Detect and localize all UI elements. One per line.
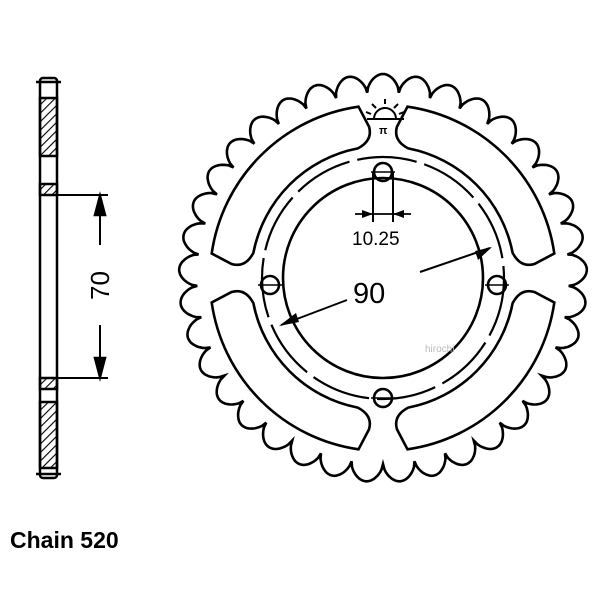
bolt-hole-dimension: 10.25	[352, 229, 400, 250]
lightening-window	[210, 289, 372, 451]
svg-text:π: π	[379, 125, 388, 137]
hub-width-dimension: 70	[85, 271, 115, 300]
dimension-arrows	[362, 210, 404, 218]
front-view	[177, 72, 589, 483]
lightening-window	[394, 289, 556, 451]
sprocket-teeth-outline	[177, 72, 589, 483]
chain-size-caption: Chain 520	[10, 527, 119, 553]
lightening-window	[210, 105, 372, 267]
sun-logo-icon: π	[365, 99, 405, 137]
side-view	[36, 76, 108, 480]
watermark: hirochi	[425, 344, 455, 355]
center-bore	[281, 176, 485, 380]
bolt-circle-dimension: 90	[353, 278, 385, 310]
lightening-window	[394, 105, 556, 267]
